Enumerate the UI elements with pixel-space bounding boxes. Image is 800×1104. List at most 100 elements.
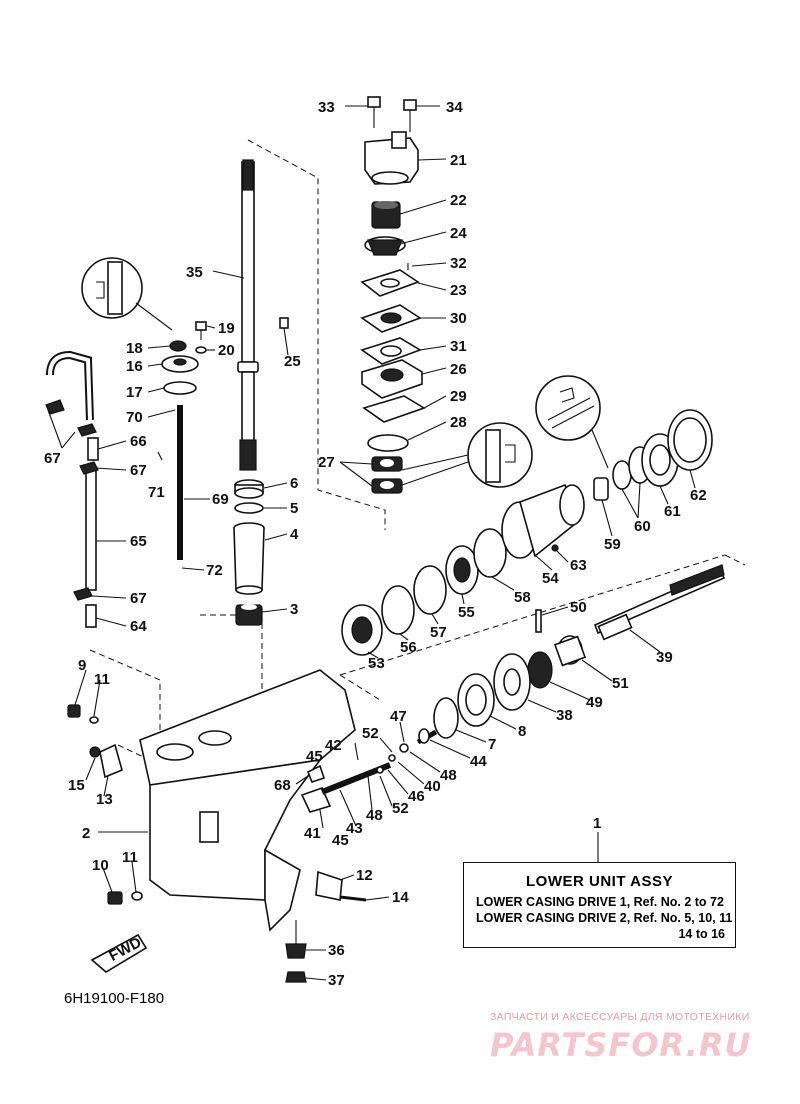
callout-33: 33: [318, 99, 335, 116]
gasket-29-icon: [362, 395, 426, 423]
pump-base-icon: [361, 359, 423, 399]
callout-labels: 33 34 21 22 24 32 23 30 31 26 29 28 27 3…: [44, 99, 707, 989]
callout-49: 49: [586, 694, 603, 711]
shim-7-icon: [433, 697, 459, 739]
impeller-icon: [364, 236, 406, 256]
callout-50: 50: [570, 599, 587, 616]
bearing-8-icon: [457, 673, 495, 727]
callout-40: 40: [424, 778, 441, 795]
callout-16: 16: [126, 358, 143, 375]
callout-71: 71: [148, 484, 165, 501]
o-ring-28-icon: [367, 434, 409, 452]
grommet-66-icon: [87, 437, 99, 461]
callout-3: 3: [290, 601, 298, 618]
shift-mechanism: [300, 729, 438, 813]
legend-row-drive-2: LOWER CASING DRIVE 2, Ref. No. 5, 10, 11: [476, 911, 733, 925]
callout-6: 6: [290, 475, 298, 492]
callout-37: 37: [328, 972, 345, 989]
drive-shaft-icon: [237, 159, 259, 471]
legend-row-drive-1: LOWER CASING DRIVE 1, Ref. No. 2 to 72: [476, 895, 724, 909]
callout-69: 69: [212, 491, 229, 508]
callout-9: 9: [78, 657, 86, 674]
callout-13: 13: [96, 791, 113, 808]
shim-5-icon: [234, 502, 264, 514]
assembly-legend: LOWER UNIT ASSY LOWER CASING DRIVE 1, Re…: [463, 862, 736, 948]
callout-41: 41: [304, 825, 321, 842]
key-25-icon: [279, 317, 289, 329]
callout-2: 2: [82, 825, 90, 842]
spring-44-icon: [418, 728, 430, 744]
figure-code: 6H19100-F180: [64, 990, 165, 1007]
callout-46: 46: [408, 788, 425, 805]
callout-7: 7: [488, 736, 496, 753]
clamp-67-icon: [45, 399, 99, 601]
seal-detail-bubble: [401, 422, 533, 488]
leader-lines: [74, 105, 696, 981]
grommet-detail-bubble: [81, 257, 173, 331]
callout-19: 19: [218, 320, 235, 337]
callout-26: 26: [450, 361, 467, 378]
callout-48-a: 48: [440, 767, 457, 784]
rod-holder-16-icon: [161, 355, 199, 373]
propeller-shaft-assembly: [341, 375, 726, 744]
water-pump-assembly: [360, 96, 533, 494]
callout-25: 25: [284, 353, 301, 370]
gasket-31-icon: [360, 337, 422, 365]
lower-casing-icon: [139, 669, 356, 932]
forward-gear-49-icon: [527, 651, 553, 689]
callout-21: 21: [450, 152, 467, 169]
callout-14: 14: [392, 889, 409, 906]
callout-28: 28: [450, 414, 467, 431]
ring-nut-62-icon: [667, 409, 713, 471]
callout-30: 30: [450, 310, 467, 327]
callout-27: 27: [318, 454, 335, 471]
callout-4: 4: [290, 526, 299, 543]
callout-67-b: 67: [130, 462, 147, 479]
o-ring-17-icon: [163, 381, 197, 395]
callout-58: 58: [514, 589, 531, 606]
callout-65: 65: [130, 533, 147, 550]
callout-66: 66: [130, 433, 147, 450]
small-hardware: [67, 704, 367, 983]
callout-67-a: 67: [44, 450, 61, 467]
sleeve-4-icon: [233, 522, 265, 595]
callout-43: 43: [346, 820, 363, 837]
drive-shaft-assembly: [233, 159, 289, 626]
callout-57: 57: [430, 624, 447, 641]
bolt-34-icon: [403, 99, 417, 132]
callout-10: 10: [92, 857, 109, 874]
seal-59-icon: [593, 477, 609, 501]
callout-20: 20: [218, 342, 235, 359]
callout-51: 51: [612, 675, 629, 692]
callout-5: 5: [290, 500, 298, 517]
insert-cartridge-icon: [371, 201, 401, 229]
callout-52-a: 52: [362, 725, 379, 742]
callout-1: 1: [593, 815, 601, 832]
shim-57-icon: [413, 565, 447, 615]
callout-32: 32: [450, 255, 467, 272]
callout-63: 63: [570, 557, 587, 574]
callout-56: 56: [400, 639, 417, 656]
callout-68: 68: [274, 777, 291, 794]
callout-15: 15: [68, 777, 85, 794]
callout-36: 36: [328, 942, 345, 959]
pin-50-icon: [535, 609, 542, 633]
oil-seal-27-icon: [371, 456, 403, 494]
callout-11-a: 11: [94, 671, 110, 688]
bearing-3-icon: [235, 604, 263, 626]
callout-48-b: 48: [366, 807, 383, 824]
bearing-55-icon: [445, 545, 479, 595]
grommet-64-icon: [85, 604, 97, 628]
bearing-6-icon: [234, 479, 264, 499]
callout-44: 44: [470, 753, 487, 770]
legend-row-drive-2-cont: 14 to 16: [678, 927, 725, 941]
watermark-brand: PARTSFOR.RU: [490, 1026, 752, 1064]
callout-34: 34: [446, 99, 463, 116]
shim-56-icon: [381, 585, 415, 635]
callout-45-b: 45: [332, 832, 349, 849]
legend-title: LOWER UNIT ASSY: [526, 873, 673, 890]
bearing-housing-54-icon: [501, 483, 585, 559]
shift-rod-assembly: [45, 257, 207, 628]
callout-64: 64: [130, 618, 147, 635]
